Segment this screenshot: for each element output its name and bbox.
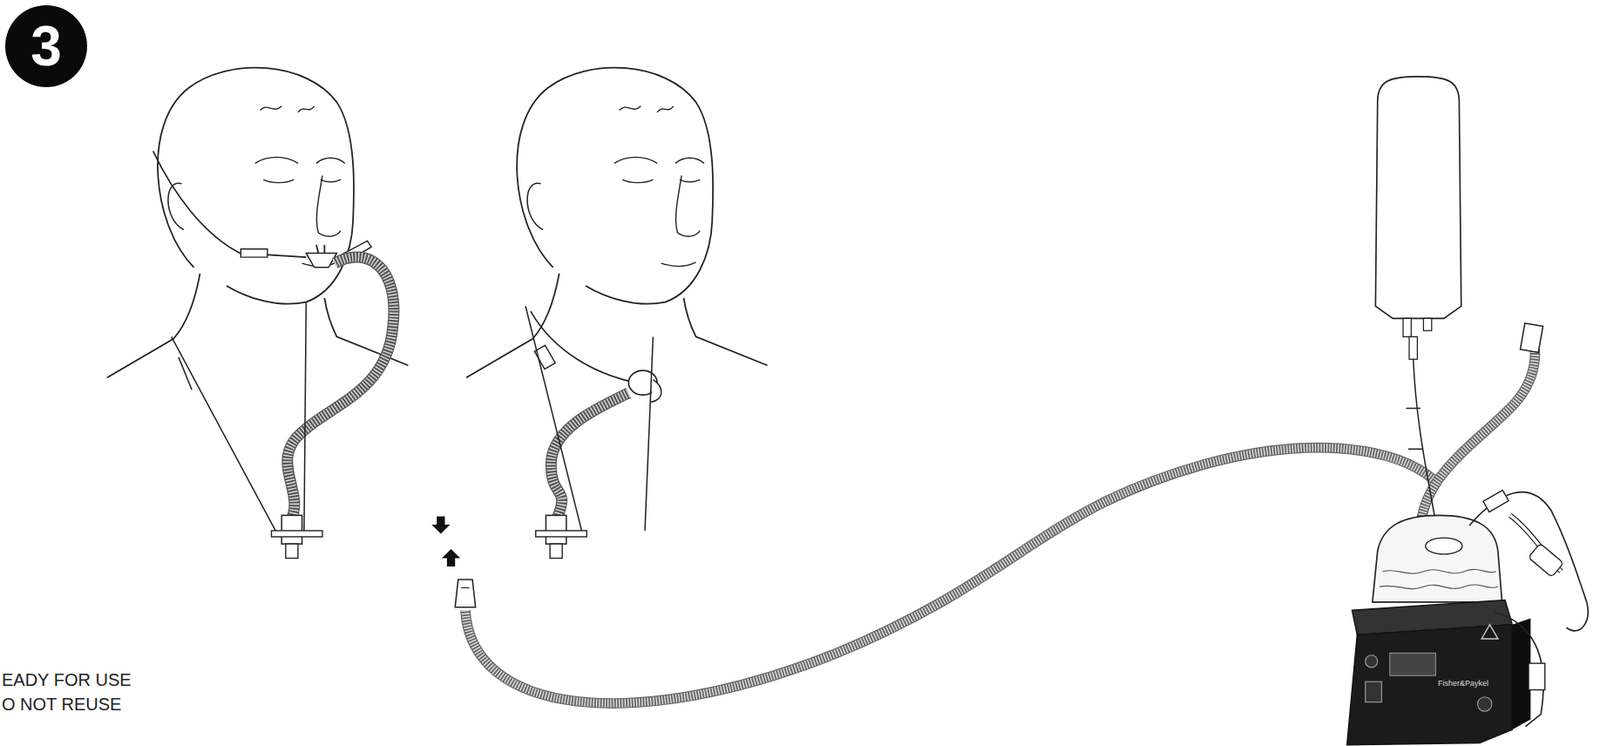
brand-label: Fisher&Paykel bbox=[1437, 678, 1489, 688]
package-note: EADY FOR USE bbox=[1, 670, 132, 691]
package-note: O NOT REUSE bbox=[1, 694, 122, 715]
step-number-text: 3 bbox=[30, 18, 62, 75]
step-number: 3 bbox=[5, 5, 88, 88]
